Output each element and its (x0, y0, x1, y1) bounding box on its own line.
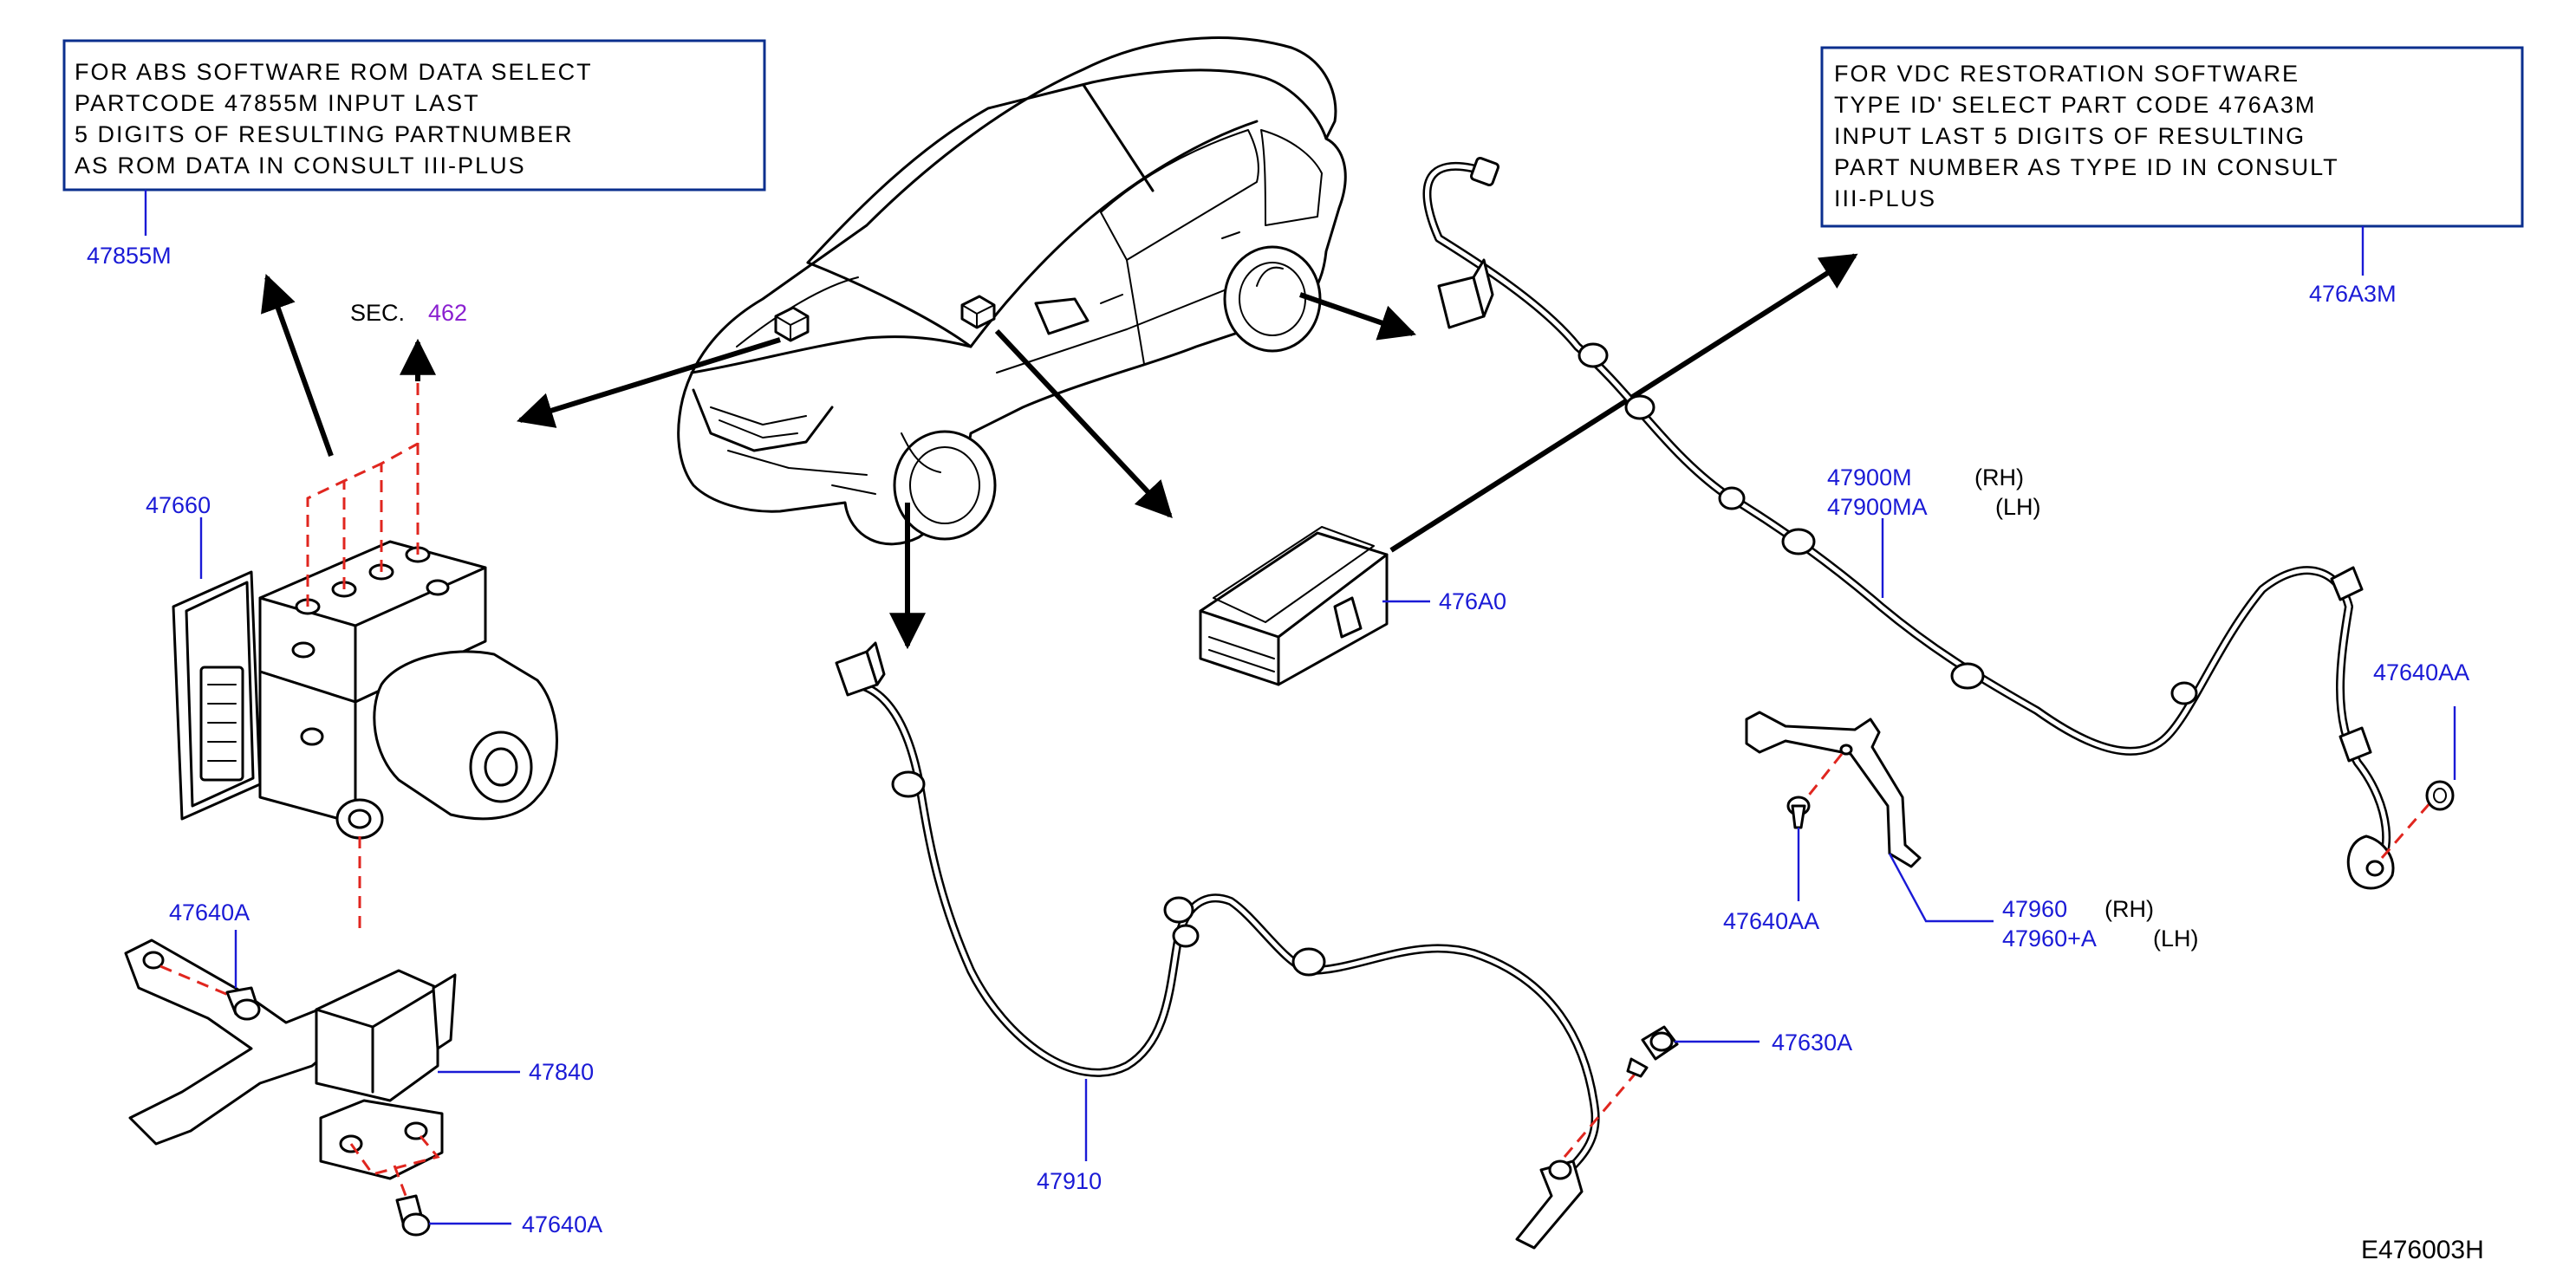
vehicle-outline (677, 36, 1347, 546)
callout-47660: 47660 (146, 492, 211, 518)
bolt-47640AA-right (2380, 780, 2455, 859)
callout-47900M-side: (RH) (1974, 464, 2024, 490)
diagram-id: E476003H (2361, 1236, 2484, 1264)
vdc-note-line-2: TYPE ID' SELECT PART CODE 476A3M (1834, 92, 2316, 118)
abs-note-line-3: 5 DIGITS OF RESULTING PARTNUMBER (75, 121, 574, 147)
callout-47855M: 47855M (87, 243, 172, 269)
section-number: 462 (428, 300, 467, 326)
callout-47640A-bottom: 47640A (522, 1211, 602, 1237)
callout-47960A: 47960+A (2002, 926, 2097, 952)
section-reference: SEC. 462 (350, 300, 467, 326)
callout-47960A-side: (LH) (2153, 926, 2199, 952)
vdc-note-line-3: INPUT LAST 5 DIGITS OF RESULTING (1834, 123, 2306, 149)
actuator-bracket (124, 939, 457, 1180)
callout-47900MA-side: (LH) (1995, 494, 2041, 520)
abs-note-line-2: PARTCODE 47855M INPUT LAST (75, 90, 480, 116)
callout-476A3M: 476A3M (2309, 281, 2397, 307)
callout-47910: 47910 (1037, 1168, 1102, 1194)
callout-47960-side: (RH) (2104, 896, 2154, 922)
callout-47840: 47840 (529, 1059, 594, 1085)
bolt-47640A-upper (159, 964, 261, 1021)
bolt-47630A (1563, 1025, 1679, 1158)
abs-note-line-4: AS ROM DATA IN CONSULT III-PLUS (75, 153, 526, 179)
abs-software-note: FOR ABS SOFTWARE ROM DATA SELECT PARTCOD… (62, 39, 766, 192)
direction-arrows (261, 253, 1858, 650)
vdc-note-line-1: FOR VDC RESTORATION SOFTWARE (1834, 61, 2300, 87)
abs-actuator-unit (172, 540, 558, 840)
abs-note-line-1: FOR ABS SOFTWARE ROM DATA SELECT (75, 59, 593, 85)
callout-47640A-top: 47640A (169, 900, 250, 926)
vdc-software-note: FOR VDC RESTORATION SOFTWARE TYPE ID' SE… (1820, 46, 2524, 228)
bolt-47640AA-mid (1786, 753, 1844, 829)
section-prefix: SEC. (350, 300, 405, 326)
callout-476A0: 476A0 (1439, 588, 1506, 614)
yaw-rate-sensor (1199, 526, 1389, 686)
bolt-47640A-lower (393, 1165, 431, 1237)
callout-47630A: 47630A (1772, 1029, 1852, 1055)
vdc-note-line-4: PART NUMBER AS TYPE ID IN CONSULT (1834, 154, 2339, 180)
callout-47900MA: 47900MA (1827, 494, 1928, 520)
callout-47960: 47960 (2002, 896, 2067, 922)
rear-wheel-sensor-harness (1422, 156, 2395, 890)
callout-47640AA-right: 47640AA (2373, 659, 2469, 685)
port-centerlines (306, 338, 436, 936)
callout-47640AA-mid: 47640AA (1723, 908, 1819, 934)
sensor-bracket (1745, 711, 1922, 868)
vdc-note-line-5: III-PLUS (1834, 185, 1936, 211)
front-wheel-sensor-harness (835, 641, 1600, 1250)
callout-47900M: 47900M (1827, 464, 1912, 490)
